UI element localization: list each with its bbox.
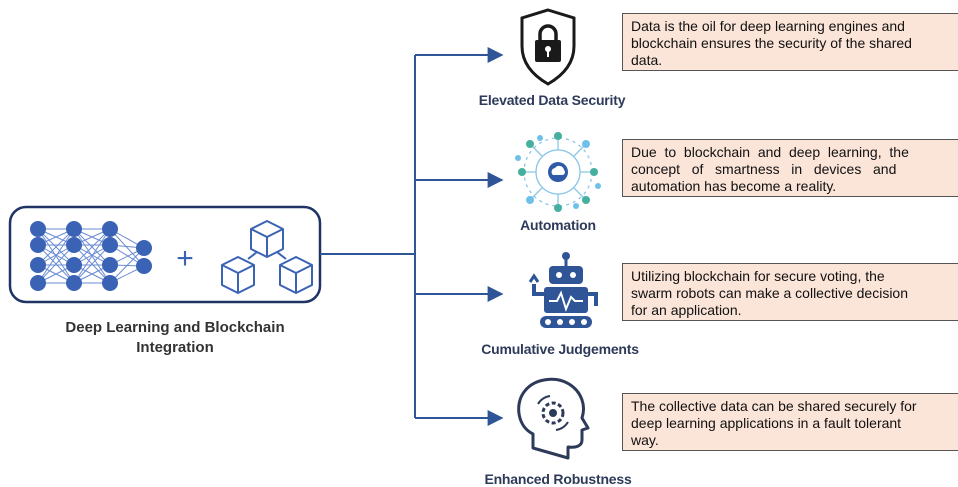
- description-box-robustness: The collective data can be shared secure…: [622, 393, 958, 451]
- plus-sign: +: [176, 242, 194, 275]
- feature-label-automation: Automation: [520, 217, 596, 233]
- central-title-line1: Deep Learning and Blockchain: [65, 319, 285, 336]
- description-line: blockchain ensures the security of the s…: [631, 35, 912, 51]
- robot-icon: [528, 252, 598, 328]
- description-line: way.: [631, 432, 659, 448]
- central-title: Deep Learning and Blockchain Integration: [10, 318, 340, 358]
- automation-network-icon: [515, 132, 601, 212]
- blockchain-cubes-icon: [221, 220, 313, 294]
- description-box-security: Data is the oil for deep learning engine…: [622, 13, 958, 71]
- feature-label-judgements: Cumulative Judgements: [481, 341, 639, 357]
- padlock-shield-icon: [520, 8, 576, 86]
- description-line: concept of smartness in devices and: [631, 161, 897, 177]
- description-line: automation has become a reality.: [631, 178, 837, 194]
- description-box-judgements: Utilizing blockchain for secure voting, …: [622, 263, 958, 321]
- description-line: for an application.: [631, 302, 742, 318]
- connector-lines: [320, 47, 504, 426]
- central-title-line2: Integration: [136, 339, 214, 356]
- feature-label-security: Elevated Data Security: [478, 92, 626, 108]
- description-line: Data is the oil for deep learning engine…: [631, 18, 905, 34]
- description-line: Due to blockchain and deep learning, the: [631, 144, 909, 160]
- description-line: deep learning applications in a fault to…: [631, 415, 902, 431]
- description-line: swarm robots can make a collective decis…: [631, 285, 909, 301]
- description-box-automation: Due to blockchain and deep learning, the…: [622, 139, 958, 197]
- head-gears-icon: [517, 377, 590, 460]
- feature-label-robustness: Enhanced Robustness: [484, 471, 632, 487]
- neural-network-icon: [30, 221, 152, 291]
- description-line: Utilizing blockchain for secure voting, …: [631, 268, 885, 284]
- description-line: The collective data can be shared secure…: [631, 398, 917, 414]
- description-line: data.: [631, 52, 663, 68]
